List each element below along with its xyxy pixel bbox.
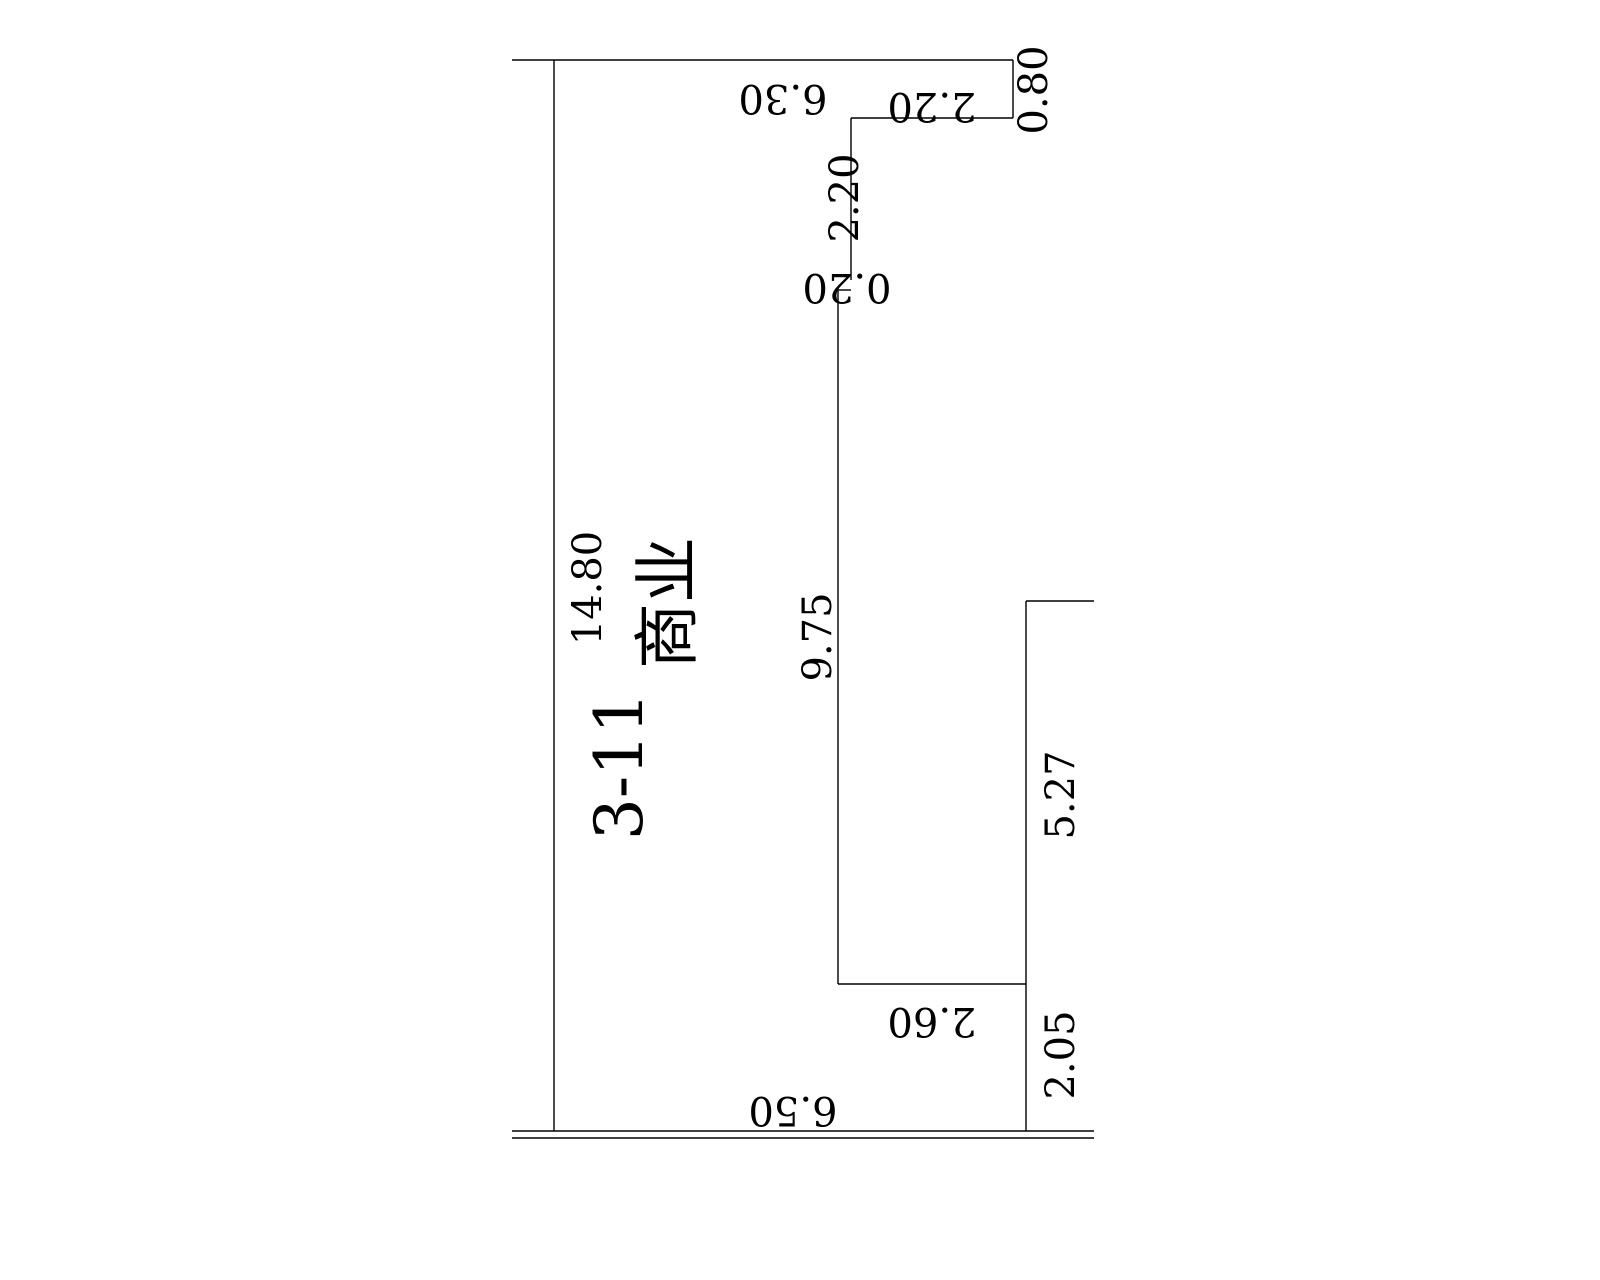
unit-usage-label: 商业 [629, 537, 706, 669]
dim-middle-height: 9.75 [795, 592, 841, 681]
unit-labels: 3-11 商业 [581, 537, 706, 840]
outline [512, 59, 1094, 1139]
dim-lower-step-width: 2.60 [887, 998, 976, 1044]
dim-right-upper-height: 5.27 [1038, 750, 1084, 839]
dim-notch-width: 0.20 [802, 264, 891, 310]
dim-right-lower-height: 2.05 [1038, 1010, 1084, 1099]
dim-bottom-width: 6.50 [748, 1087, 837, 1133]
dim-left-height: 14.80 [565, 531, 611, 646]
dim-notch-height: 2.20 [822, 153, 868, 242]
dim-step-top-height: 0.80 [1011, 45, 1057, 134]
dimension-labels: 6.30 2.20 0.80 2.20 0.20 14.80 9.75 2.60… [565, 45, 1084, 1133]
unit-id-label: 3-11 [581, 692, 658, 840]
dim-top-width: 6.30 [738, 75, 827, 121]
dim-step-top-width: 2.20 [887, 83, 976, 129]
